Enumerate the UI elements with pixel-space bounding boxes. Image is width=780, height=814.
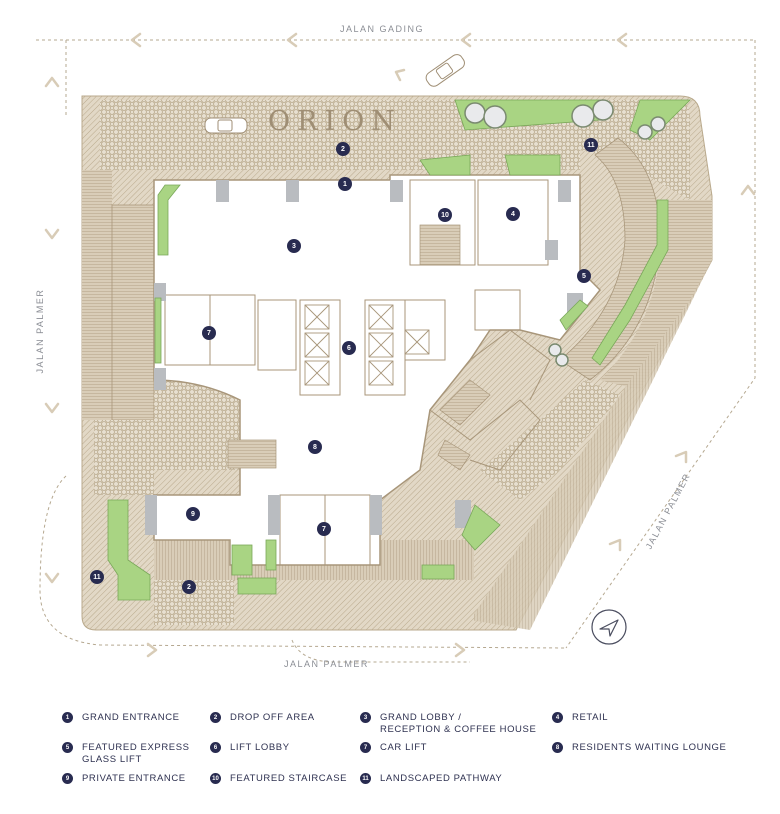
legend-item: 1 GRAND ENTRANCE	[62, 712, 180, 724]
left-driveway	[82, 170, 112, 420]
marker-drop-off-area: 2	[182, 580, 196, 594]
legend-number: 8	[552, 742, 563, 753]
legend-item: 9 PRIVATE ENTRANCE	[62, 773, 186, 785]
legend-number: 4	[552, 712, 563, 723]
legend-label: DROP OFF AREA	[230, 712, 315, 723]
diagonal-road	[470, 260, 712, 630]
marker-lift-lobby: 6	[342, 341, 356, 355]
legend-number: 9	[62, 773, 73, 784]
building-brand: ORION	[268, 106, 402, 137]
legend-number: 6	[210, 742, 221, 753]
marker-car-lift: 7	[202, 326, 216, 340]
marker-residents-lounge: 8	[308, 440, 322, 454]
lift-shafts	[304, 304, 430, 386]
marker-landscaped-pathway: 11	[584, 138, 598, 152]
marker-private-entrance: 9	[186, 507, 200, 521]
marker-landscaped-pathway: 11	[90, 570, 104, 584]
legend-label: PRIVATE ENTRANCE	[82, 773, 186, 784]
legend-number: 3	[360, 712, 371, 723]
bottom-walk	[234, 595, 474, 625]
legend-label: RESIDENTS WAITING LOUNGE	[572, 742, 727, 753]
legend-label: FEATURED EXPRESS GLASS LIFT	[82, 742, 190, 765]
legend-item: 10 FEATURED STAIRCASE	[210, 773, 347, 785]
car-icon	[425, 54, 465, 87]
legend-label: CAR LIFT	[380, 742, 428, 753]
road-label-left: JALAN PALMER	[35, 288, 45, 374]
legend-item: 2 DROP OFF AREA	[210, 712, 315, 724]
staircases	[227, 224, 491, 471]
legend-label: LANDSCAPED PATHWAY	[380, 773, 503, 784]
floor-plan	[36, 32, 756, 663]
legend-label: GRAND LOBBY / RECEPTION & COFFEE HOUSE	[380, 712, 537, 735]
legend-item: 5 FEATURED EXPRESS GLASS LIFT	[62, 742, 190, 766]
legend-item: 7 CAR LIFT	[360, 742, 427, 754]
marker-featured-staircase: 10	[438, 208, 452, 222]
right-outer-drive	[600, 200, 712, 390]
legend-label: FEATURED STAIRCASE	[230, 773, 348, 784]
legend-label: RETAIL	[572, 712, 609, 723]
legend-number: 2	[210, 712, 221, 723]
marker-drop-off-area: 2	[336, 142, 350, 156]
site-boundary	[36, 39, 756, 663]
marker-grand-lobby: 3	[287, 239, 301, 253]
legend-item: 4 RETAIL	[552, 712, 608, 724]
legend-number: 1	[62, 712, 73, 723]
legend-item: 3 GRAND LOBBY / RECEPTION & COFFEE HOUSE	[360, 712, 536, 736]
legend: 1 GRAND ENTRANCE 2 DROP OFF AREA 3 GRAND…	[62, 708, 762, 808]
trees	[464, 99, 666, 367]
marker-grand-entrance: 1	[338, 177, 352, 191]
legend-item: 11 LANDSCAPED PATHWAY	[360, 773, 502, 785]
road-label-bottom: JALAN PALMER	[284, 659, 369, 669]
car-icon	[204, 117, 248, 134]
legend-number: 10	[210, 773, 221, 784]
left-ramp	[111, 204, 155, 421]
left-hex-paving	[94, 380, 240, 495]
direction-arrow-icons	[44, 32, 756, 658]
legend-number: 7	[360, 742, 371, 753]
marker-glass-lift: 5	[577, 269, 591, 283]
marker-retail: 4	[506, 207, 520, 221]
legend-item: 6 LIFT LOBBY	[210, 742, 290, 754]
north-compass-icon	[591, 609, 627, 645]
legend-label: GRAND ENTRANCE	[82, 712, 180, 723]
road-label-top: JALAN GADING	[340, 24, 425, 34]
marker-car-lift: 7	[317, 522, 331, 536]
legend-number: 5	[62, 742, 73, 753]
legend-item: 8 RESIDENTS WAITING LOUNGE	[552, 742, 726, 754]
legend-label: LIFT LOBBY	[230, 742, 290, 753]
legend-number: 11	[360, 773, 371, 784]
right-hex-paving	[480, 380, 620, 500]
